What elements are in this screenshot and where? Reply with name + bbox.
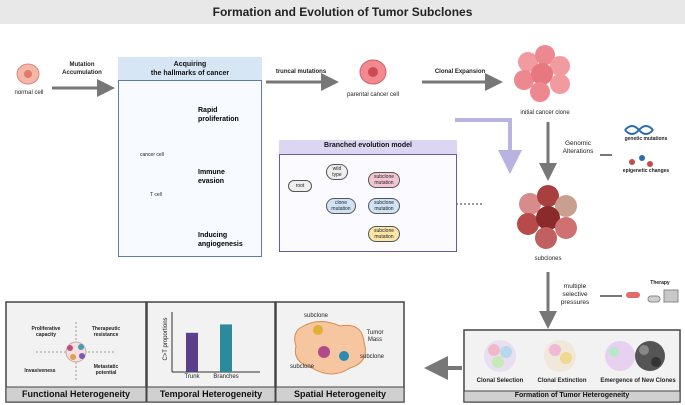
clonal-extinction-label: Clonal Extinction — [537, 378, 587, 384]
tumor-mass-label: Tumor Mass — [366, 330, 384, 343]
proliferative-capacity-label: Proliferative capacity — [31, 326, 61, 338]
genetic-mutations-label: genetic mutations — [624, 136, 668, 142]
branched-model-title: Branched evolution model — [324, 142, 412, 149]
hallmark-angiogenesis: Inducing angiogenesis — [198, 232, 243, 248]
formation-title: Formation of Tumor Heterogeneity — [514, 392, 630, 399]
therapy-icon — [626, 289, 679, 303]
node-root: root — [288, 180, 312, 192]
parental-cancer-cell-label: parental cancer cell — [346, 92, 400, 98]
node-subclone-mutation-1: subclone mutation — [368, 172, 400, 188]
clonal-extinction-icon — [544, 340, 576, 372]
t-cell-label: T cell — [150, 192, 162, 198]
title-bar — [0, 0, 685, 24]
epigenetic-icon — [629, 155, 653, 167]
cancer-cell-label: cancer cell — [140, 152, 164, 158]
clonal-selection-icon — [484, 340, 516, 372]
subclones-icon — [517, 185, 577, 249]
spatial-subclone-label-3: subclone — [289, 364, 315, 370]
functional-cell-cluster-icon — [65, 341, 87, 363]
clonal-selection-label: Clonal Selection — [476, 378, 524, 384]
subclones-label: subclones — [534, 256, 562, 262]
therapeutic-resistance-label: Therapeutic resistance — [91, 326, 121, 338]
hallmark-immune-evasion: Immune evasion — [198, 169, 225, 185]
initial-cancer-clone-label: initial cancer clone — [520, 110, 570, 116]
metastatic-potential-label: Metastatic potential — [93, 364, 119, 376]
tumor-mass-icon — [294, 321, 366, 375]
hallmarks-title: Acquiring the hallmarks of cancer — [150, 61, 230, 77]
normal-cell-icon — [16, 63, 40, 85]
node-subclone-mutation-3: subclone mutation — [368, 226, 400, 242]
parental-cancer-cell-icon — [359, 59, 387, 85]
spatial-subclone-label-2: subclone — [359, 354, 385, 360]
hallmark-rapid-proliferation: Rapid proliferation — [198, 107, 239, 123]
emergence-of-new-clones-label: Emergence of New Clones — [600, 378, 676, 384]
invasiveness-label: Invasiveness — [24, 368, 56, 374]
spatial-heterogeneity-title: Spatial Heterogeneity — [293, 389, 387, 399]
truncal-mutations-label: truncal mutations — [275, 69, 327, 75]
normal-cell-label: normal cell — [14, 90, 44, 96]
arrow-branched-model — [455, 118, 522, 174]
spatial-subclone-label-1: subclone — [303, 313, 329, 319]
node-wild-type: wild type — [326, 164, 348, 180]
dna-icon — [624, 125, 654, 135]
functional-heterogeneity-title: Functional Heterogeneity — [21, 389, 130, 399]
node-clone-mutation: clone mutation — [326, 198, 356, 214]
page-title: Formation and Evolution of Tumor Subclon… — [212, 5, 473, 19]
chart-x-label-branches: Branches — [213, 374, 239, 380]
temporal-heterogeneity-title: Temporal Heterogeneity — [159, 389, 263, 399]
emergence-icon — [605, 341, 665, 371]
chart-x-label-trunk: Trunk — [184, 374, 200, 380]
chart-y-label: C>T proportions — [163, 317, 169, 361]
hallmarks-box — [118, 57, 262, 257]
chart-bar-trunk — [186, 332, 198, 372]
chart-bar-branches — [220, 324, 232, 372]
mutation-accumulation-label: Mutation Accumulation — [62, 62, 102, 76]
selective-pressures-label: multiple selective pressures — [560, 283, 590, 306]
therapy-label: Therapy — [650, 280, 670, 286]
clonal-expansion-label: Clonal Expansion — [434, 69, 486, 75]
branched-model-title-bar — [279, 140, 457, 155]
initial-cancer-clone-icon — [514, 45, 570, 102]
genomic-alterations-label: Genomic Alterations — [562, 140, 594, 155]
temporal-panel — [146, 301, 276, 403]
epigenetic-changes-label: epigenetic changes — [622, 168, 670, 174]
node-subclone-mutation-2: subclone mutation — [368, 198, 400, 214]
hallmarks-title-bar — [118, 57, 262, 81]
